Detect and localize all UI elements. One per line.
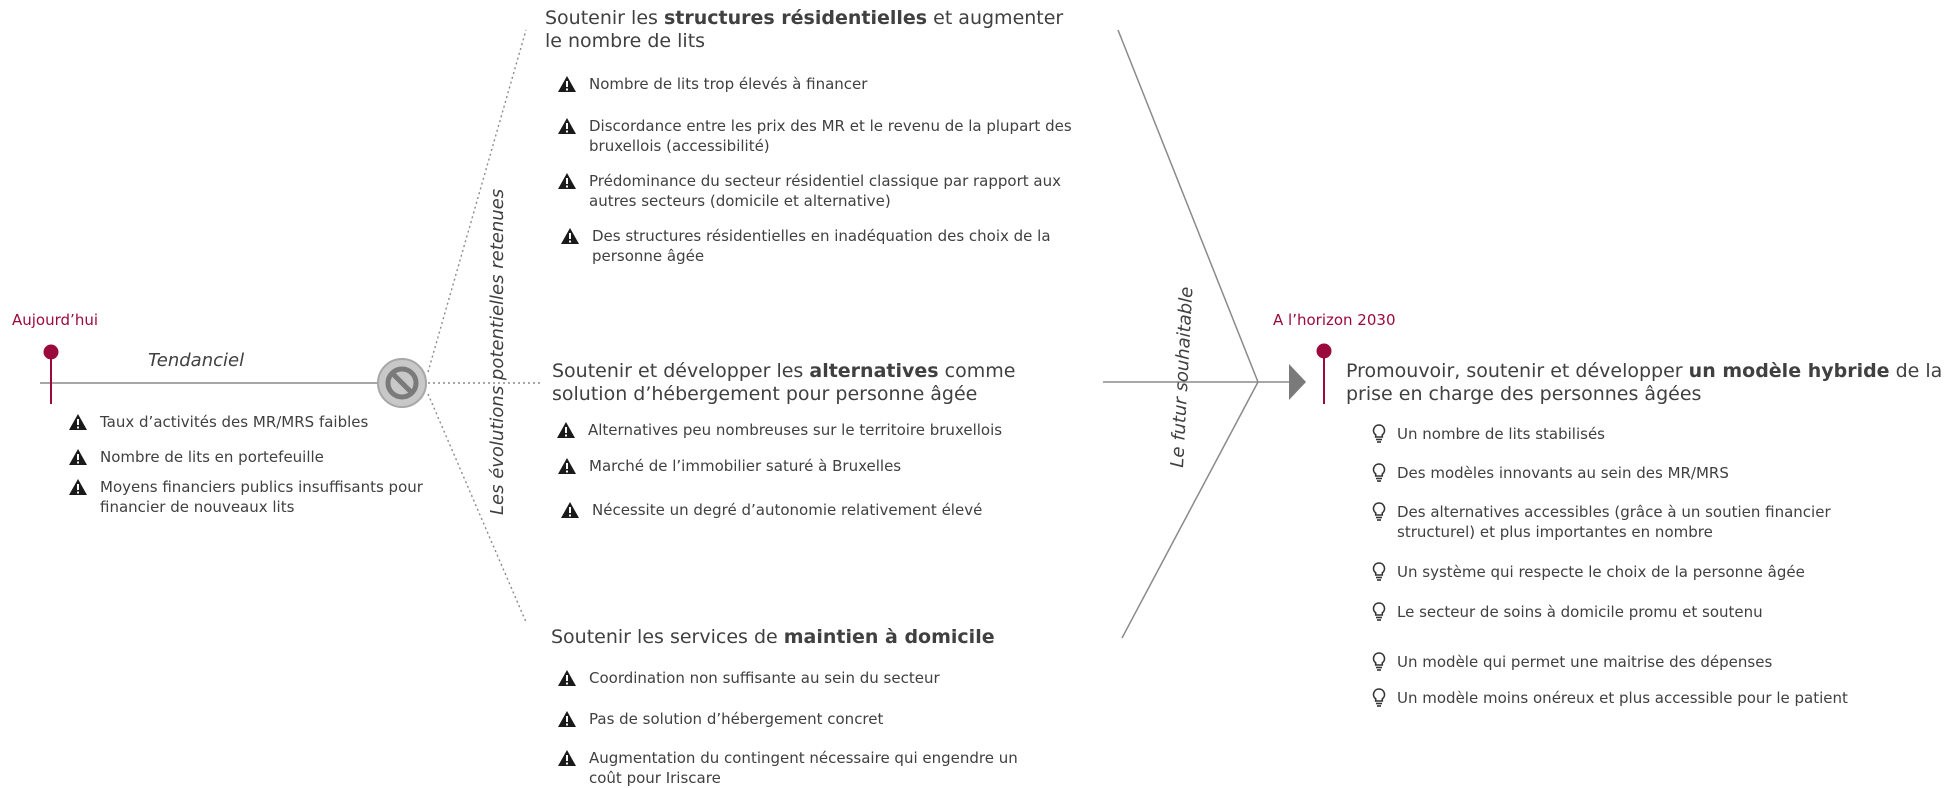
branch-line-bottom xyxy=(427,393,527,623)
branch-heading-residential: Soutenir les structures résidentielles e… xyxy=(545,7,1065,53)
heading-text: Soutenir les services de xyxy=(551,626,784,648)
idea-text: Un système qui respecte le choix de la p… xyxy=(1397,563,1805,581)
branch-heading-home-care: Soutenir les services de maintien à domi… xyxy=(551,626,1071,649)
warning-triangle-icon xyxy=(561,228,579,244)
list-item: Augmentation du contingent nécessaire qu… xyxy=(557,748,1087,788)
list-item: Prédominance du secteur résidentiel clas… xyxy=(557,171,1087,211)
risk-text: Prédominance du secteur résidentiel clas… xyxy=(589,172,1061,210)
today-label: Aujourd’hui xyxy=(12,311,98,329)
trend-label: Tendanciel xyxy=(148,350,245,371)
warning-triangle-icon xyxy=(561,502,579,518)
risk-text: Nombre de lits en portefeuille xyxy=(100,448,324,466)
warning-triangle-icon xyxy=(69,414,87,430)
idea-text: Un modèle moins onéreux et plus accessib… xyxy=(1397,689,1848,707)
risk-text: Pas de solution d’hébergement concret xyxy=(589,710,884,728)
heading-bold-text: alternatives xyxy=(809,360,939,382)
list-item: Alternatives peu nombreuses sur le terri… xyxy=(556,420,1086,440)
list-item: Un modèle qui permet une maitrise des dé… xyxy=(1371,652,1931,673)
heading-text: Soutenir et développer les xyxy=(552,360,810,382)
heading-text: de la prise en charge des personnes âgée… xyxy=(1346,360,1943,405)
lightbulb-icon xyxy=(1372,502,1386,521)
list-item: Discordance entre les prix des MR et le … xyxy=(557,116,1087,156)
warning-triangle-icon xyxy=(558,750,576,766)
arrow-right-icon xyxy=(1289,364,1306,400)
list-item: Des alternatives accessibles (grâce à un… xyxy=(1371,502,1931,542)
idea-text: Des alternatives accessibles (grâce à un… xyxy=(1397,503,1831,541)
list-item: Un système qui respecte le choix de la p… xyxy=(1371,562,1931,583)
list-item: Pas de solution d’hébergement concret xyxy=(557,709,1087,729)
list-item: Coordination non suffisante au sein du s… xyxy=(557,668,1087,688)
risk-text: Des structures résidentielles en inadéqu… xyxy=(592,227,1051,265)
target-heading: Promouvoir, soutenir et développer un mo… xyxy=(1346,360,1950,406)
warning-triangle-icon xyxy=(69,449,87,465)
heading-bold-text: un modèle hybride xyxy=(1688,360,1890,382)
risk-text: Moyens financiers publics insuffisants p… xyxy=(100,478,423,516)
heading-text: et augmenter le nombre de lits xyxy=(545,7,1064,52)
warning-triangle-icon xyxy=(558,173,576,189)
list-item: Le secteur de soins à domicile promu et … xyxy=(1371,602,1931,623)
list-item: Nécessite un degré d’autonomie relativem… xyxy=(560,500,1090,520)
warning-triangle-icon xyxy=(69,479,87,495)
evolutions-vertical-label: Les évolutions potentielles retenues xyxy=(487,188,508,515)
risk-text: Discordance entre les prix des MR et le … xyxy=(589,117,1072,155)
list-item: Taux d’activités des MR/MRS faibles xyxy=(68,412,448,432)
horizon-label: A l’horizon 2030 xyxy=(1273,311,1396,329)
branch-line-top xyxy=(427,29,527,373)
heading-text: Promouvoir, soutenir et développer xyxy=(1346,360,1689,382)
warning-triangle-icon xyxy=(558,711,576,727)
risk-text: Coordination non suffisante au sein du s… xyxy=(589,669,940,687)
heading-bold-text: structures résidentielles xyxy=(663,7,928,29)
no-entry-icon xyxy=(377,358,427,408)
risk-text: Alternatives peu nombreuses sur le terri… xyxy=(588,421,1003,439)
today-pin-icon xyxy=(43,344,59,404)
heading-text: Soutenir les xyxy=(545,7,664,29)
risk-text: Nombre de lits trop élevés à financer xyxy=(589,75,868,93)
converge-line-bottom xyxy=(1121,381,1259,639)
warning-triangle-icon xyxy=(557,422,575,438)
converge-line-top xyxy=(1117,29,1259,383)
lightbulb-icon xyxy=(1372,562,1386,581)
risk-text: Marché de l’immobilier saturé à Bruxelle… xyxy=(589,457,902,475)
heading-bold-text: maintien à domicile xyxy=(783,626,995,648)
list-item: Nombre de lits trop élevés à financer xyxy=(557,74,1087,94)
horizon-pin-icon xyxy=(1316,343,1332,404)
idea-text: Des modèles innovants au sein des MR/MRS xyxy=(1397,464,1729,482)
heading-text: comme solution d’hébergement pour person… xyxy=(552,360,1016,405)
lightbulb-icon xyxy=(1372,652,1386,671)
risk-text: Taux d’activités des MR/MRS faibles xyxy=(100,413,369,431)
warning-triangle-icon xyxy=(558,76,576,92)
list-item: Des modèles innovants au sein des MR/MRS xyxy=(1371,463,1931,484)
lightbulb-icon xyxy=(1372,688,1386,707)
warning-triangle-icon xyxy=(558,118,576,134)
warning-triangle-icon xyxy=(558,670,576,686)
list-item: Des structures résidentielles en inadéqu… xyxy=(560,226,1080,266)
branch-heading-alternatives: Soutenir et développer les alternatives … xyxy=(552,360,1072,406)
idea-text: Le secteur de soins à domicile promu et … xyxy=(1397,603,1763,621)
idea-text: Un nombre de lits stabilisés xyxy=(1397,425,1605,443)
idea-text: Un modèle qui permet une maitrise des dé… xyxy=(1397,653,1773,671)
risk-text: Augmentation du contingent nécessaire qu… xyxy=(589,749,1018,787)
lightbulb-icon xyxy=(1372,602,1386,621)
list-item: Marché de l’immobilier saturé à Bruxelle… xyxy=(557,456,1087,476)
list-item: Un nombre de lits stabilisés xyxy=(1371,424,1931,445)
risk-text: Nécessite un degré d’autonomie relativem… xyxy=(592,501,983,519)
list-item: Nombre de lits en portefeuille xyxy=(68,447,448,467)
lightbulb-icon xyxy=(1372,463,1386,482)
list-item: Un modèle moins onéreux et plus accessib… xyxy=(1371,688,1931,709)
lightbulb-icon xyxy=(1372,424,1386,443)
list-item: Moyens financiers publics insuffisants p… xyxy=(68,477,448,517)
warning-triangle-icon xyxy=(558,458,576,474)
